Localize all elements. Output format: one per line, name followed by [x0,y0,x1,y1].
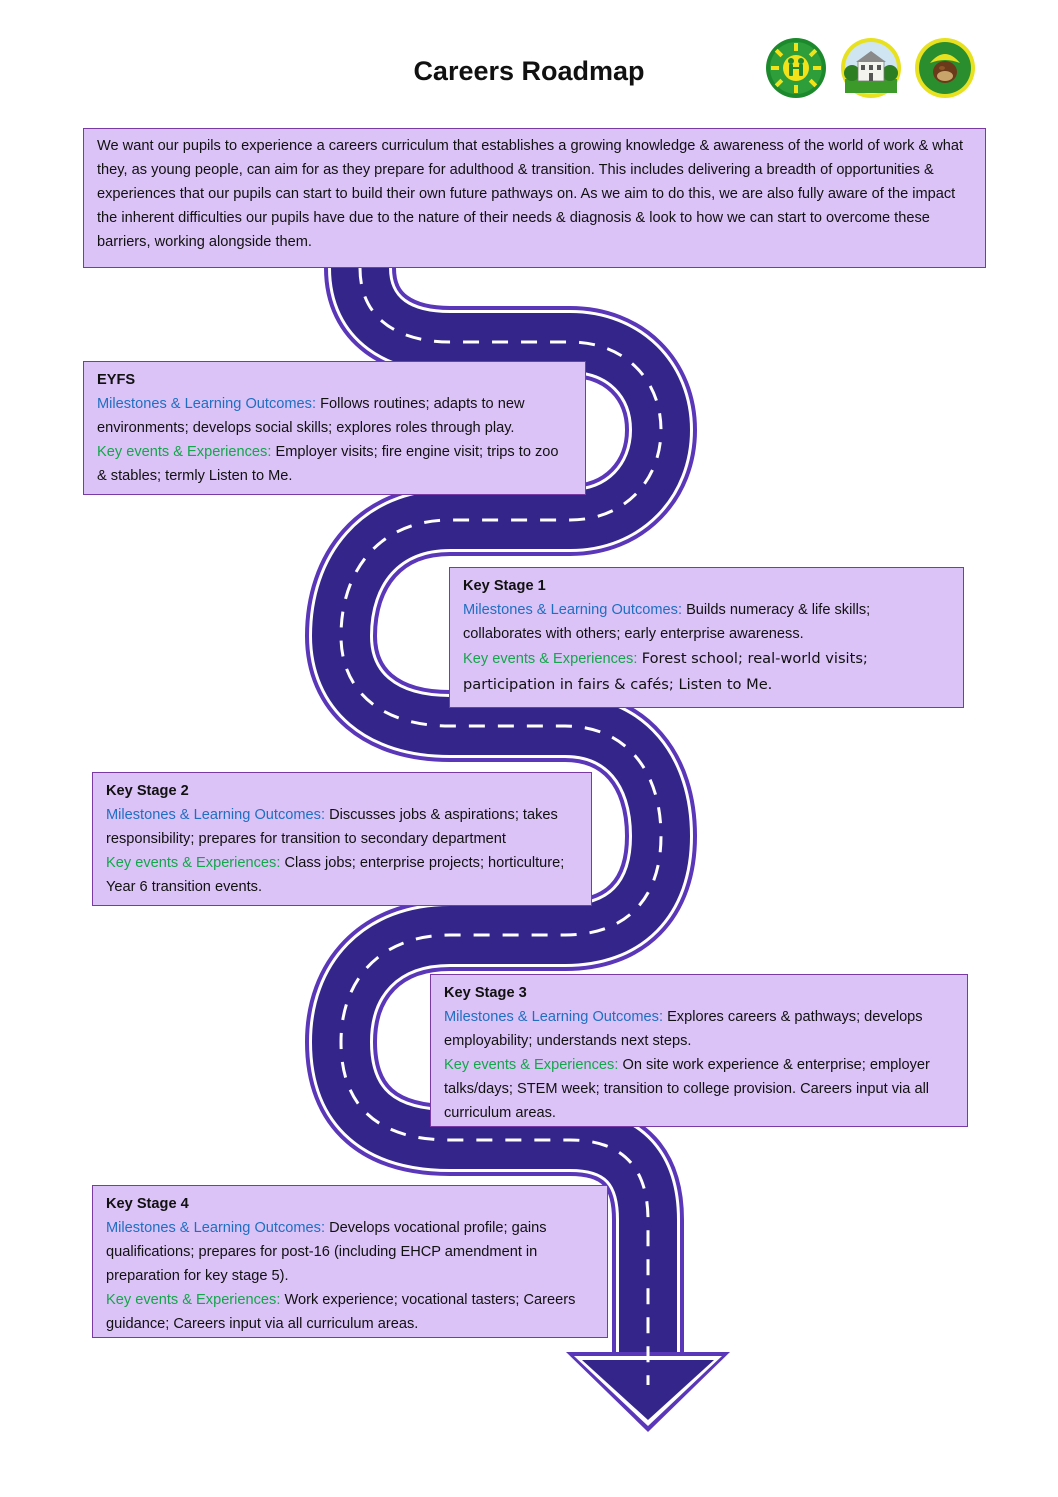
stage-title: Key Stage 1 [463,578,546,594]
road-arrow-head [566,1352,730,1432]
events-label: Key events & Experiences: [97,444,272,460]
milestones-text: Builds numeracy & life skills; collabora… [463,602,871,642]
stage-box-eyfs: EYFS Milestones & Learning Outcomes: Fol… [83,361,586,495]
events-label: Key events & Experiences: [106,1292,281,1308]
events-text: Class jobs; enterprise projects; horticu… [106,855,565,895]
stage-events: Key events & Experiences: Class jobs; en… [106,851,578,899]
stage-box-key-stage-3: Key Stage 3 Milestones & Learning Outcom… [430,974,968,1127]
stage-milestones: Milestones & Learning Outcomes: Discusse… [106,803,578,851]
events-text: Work experience; vocational tasters; Car… [106,1292,576,1332]
stage-milestones: Milestones & Learning Outcomes: Follows … [97,392,572,440]
intro-statement-text: We want our pupils to experience a caree… [97,138,964,250]
events-text: On site work experience & enterprise; em… [444,1057,930,1121]
events-label: Key events & Experiences: [106,855,281,871]
chestnut-logo-icon [915,38,975,98]
children-sun-logo-icon [766,38,826,98]
milestones-label: Milestones & Learning Outcomes: [97,396,317,412]
stage-title: EYFS [97,372,136,388]
page-title: Careers Roadmap [413,56,645,86]
school-building-logo-icon [841,38,901,98]
milestones-text: Follows routines; adapts to new environm… [97,396,525,436]
stage-title: Key Stage 3 [444,985,527,1001]
milestones-text: Develops vocational profile; gains quali… [106,1220,547,1284]
milestones-label: Milestones & Learning Outcomes: [106,807,326,823]
stage-events: Key events & Experiences: Forest school;… [463,646,950,697]
milestones-label: Milestones & Learning Outcomes: [444,1009,664,1025]
events-text: Forest school; real-world visits; partic… [463,650,868,693]
stage-events: Key events & Experiences: Employer visit… [97,440,572,488]
stage-milestones: Milestones & Learning Outcomes: Explores… [444,1005,954,1053]
events-label: Key events & Experiences: [463,651,638,667]
stage-events: Key events & Experiences: On site work e… [444,1053,954,1125]
events-label: Key events & Experiences: [444,1057,619,1073]
stage-title: Key Stage 4 [106,1196,189,1212]
stage-milestones: Milestones & Learning Outcomes: Develops… [106,1216,594,1288]
events-text: Employer visits; fire engine visit; trip… [97,444,559,484]
milestones-label: Milestones & Learning Outcomes: [463,602,683,618]
road-center-dashes [339,267,663,1385]
stage-box-key-stage-4: Key Stage 4 Milestones & Learning Outcom… [92,1185,608,1338]
intro-statement-box: We want our pupils to experience a caree… [83,128,986,268]
stage-milestones: Milestones & Learning Outcomes: Builds n… [463,598,950,646]
milestones-text: Discusses jobs & aspirations; takes resp… [106,807,558,847]
milestones-label: Milestones & Learning Outcomes: [106,1220,326,1236]
stage-events: Key events & Experiences: Work experienc… [106,1288,594,1336]
milestones-text: Explores careers & pathways; develops em… [444,1009,923,1049]
stage-title: Key Stage 2 [106,783,189,799]
stage-box-key-stage-1: Key Stage 1 Milestones & Learning Outcom… [449,567,964,708]
stage-box-key-stage-2: Key Stage 2 Milestones & Learning Outcom… [92,772,592,906]
